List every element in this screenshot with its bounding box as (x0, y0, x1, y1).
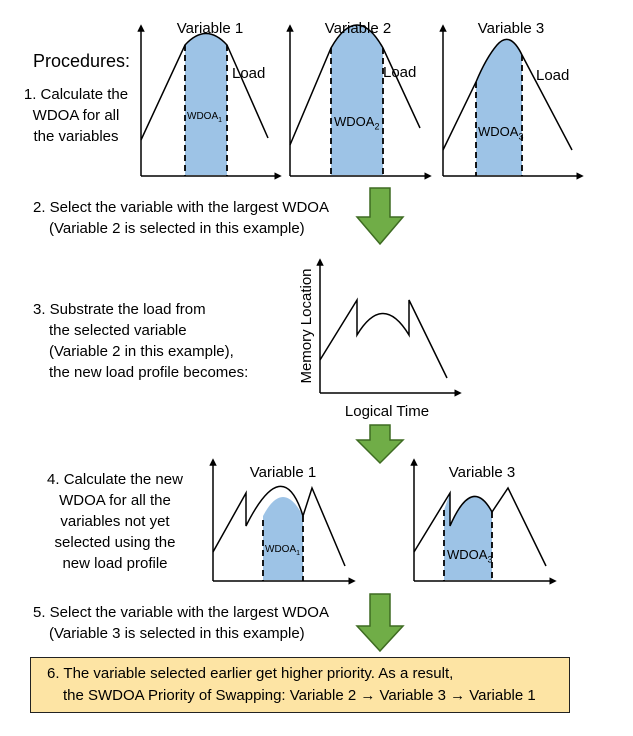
step2-line1: 2. Select the variable with the largest … (33, 199, 329, 216)
bottom-graph-3-wdoa-label: WDOA3 (447, 547, 493, 565)
flow-arrow-1 (355, 187, 405, 246)
top-graph-1 (137, 24, 282, 180)
step1-line3: the variables (33, 128, 119, 145)
bottom-graph-1 (209, 458, 356, 585)
top-graph-2 (286, 24, 432, 180)
step3-line1: 3. Substrate the load from (33, 301, 206, 318)
step4-line2: WDOA for all the (59, 492, 171, 509)
new-load-curve (319, 297, 448, 379)
step4-line1: 4. Calculate the new (47, 471, 183, 488)
wdoa-area-3 (476, 39, 522, 175)
step5-line1: 5. Select the variable with the largest … (33, 604, 329, 621)
step3-line2: the selected variable (49, 322, 187, 339)
top-graph-2-title: Variable 2 (324, 20, 392, 37)
bottom-graph-3-title: Variable 3 (448, 464, 516, 481)
load-profile-xlabel: Logical Time (344, 403, 430, 420)
new-load-curve-b3 (413, 486, 547, 567)
top-graph-3-wdoa-label: WDOA3 (478, 124, 524, 142)
step3-line4: the new load profile becomes: (49, 364, 249, 381)
load-curve-2 (289, 24, 421, 146)
top-graph-3-load-label: Load (536, 67, 570, 84)
wdoa-new-area-1 (263, 497, 303, 580)
load-curve-1 (140, 32, 269, 141)
flow-arrow-2 (355, 424, 405, 465)
top-graph-3 (439, 24, 584, 180)
step4-line5: new load profile (62, 555, 168, 572)
step3-line3: (Variable 2 in this example), (49, 343, 234, 360)
top-graph-2-load-label: Load (383, 64, 417, 81)
top-graph-1-title: Variable 1 (176, 20, 244, 37)
step5-line2: (Variable 3 is selected in this example) (49, 625, 305, 642)
top-graph-1-wdoa-label: WDOA1 (187, 111, 223, 124)
load-profile-ylabel: Memory Location (298, 268, 315, 384)
new-load-profile-graph (316, 258, 462, 397)
bottom-graph-1-title: Variable 1 (249, 464, 317, 481)
new-load-curve-b1 (212, 485, 346, 567)
wdoa-area-1 (185, 33, 227, 175)
step6-line1: 6. The variable selected earlier get hig… (47, 665, 454, 682)
flow-arrow-3 (355, 593, 405, 653)
step1-line1: 1. Calculate the (23, 86, 129, 103)
step4-line4: selected using the (54, 534, 176, 551)
top-graph-1-load-label: Load (232, 65, 266, 82)
load-curve-3 (442, 38, 573, 151)
step4-line3: variables not yet (60, 513, 170, 530)
top-graph-3-title: Variable 3 (477, 20, 545, 37)
step2-line2: (Variable 2 is selected in this example) (49, 220, 305, 237)
bottom-graph-1-wdoa-label: WDOA1 (265, 544, 301, 557)
bottom-graph-3 (410, 458, 557, 585)
step1-line2: WDOA for all (32, 107, 120, 124)
final-priority-box: 6. The variable selected earlier get hig… (30, 657, 570, 713)
step6-line2: the SWDOA Priority of Swapping: Variable… (63, 687, 536, 704)
wdoa-area-2 (331, 25, 383, 175)
procedures-label: Procedures: (33, 51, 131, 71)
top-graph-2-wdoa-label: WDOA2 (334, 114, 380, 132)
